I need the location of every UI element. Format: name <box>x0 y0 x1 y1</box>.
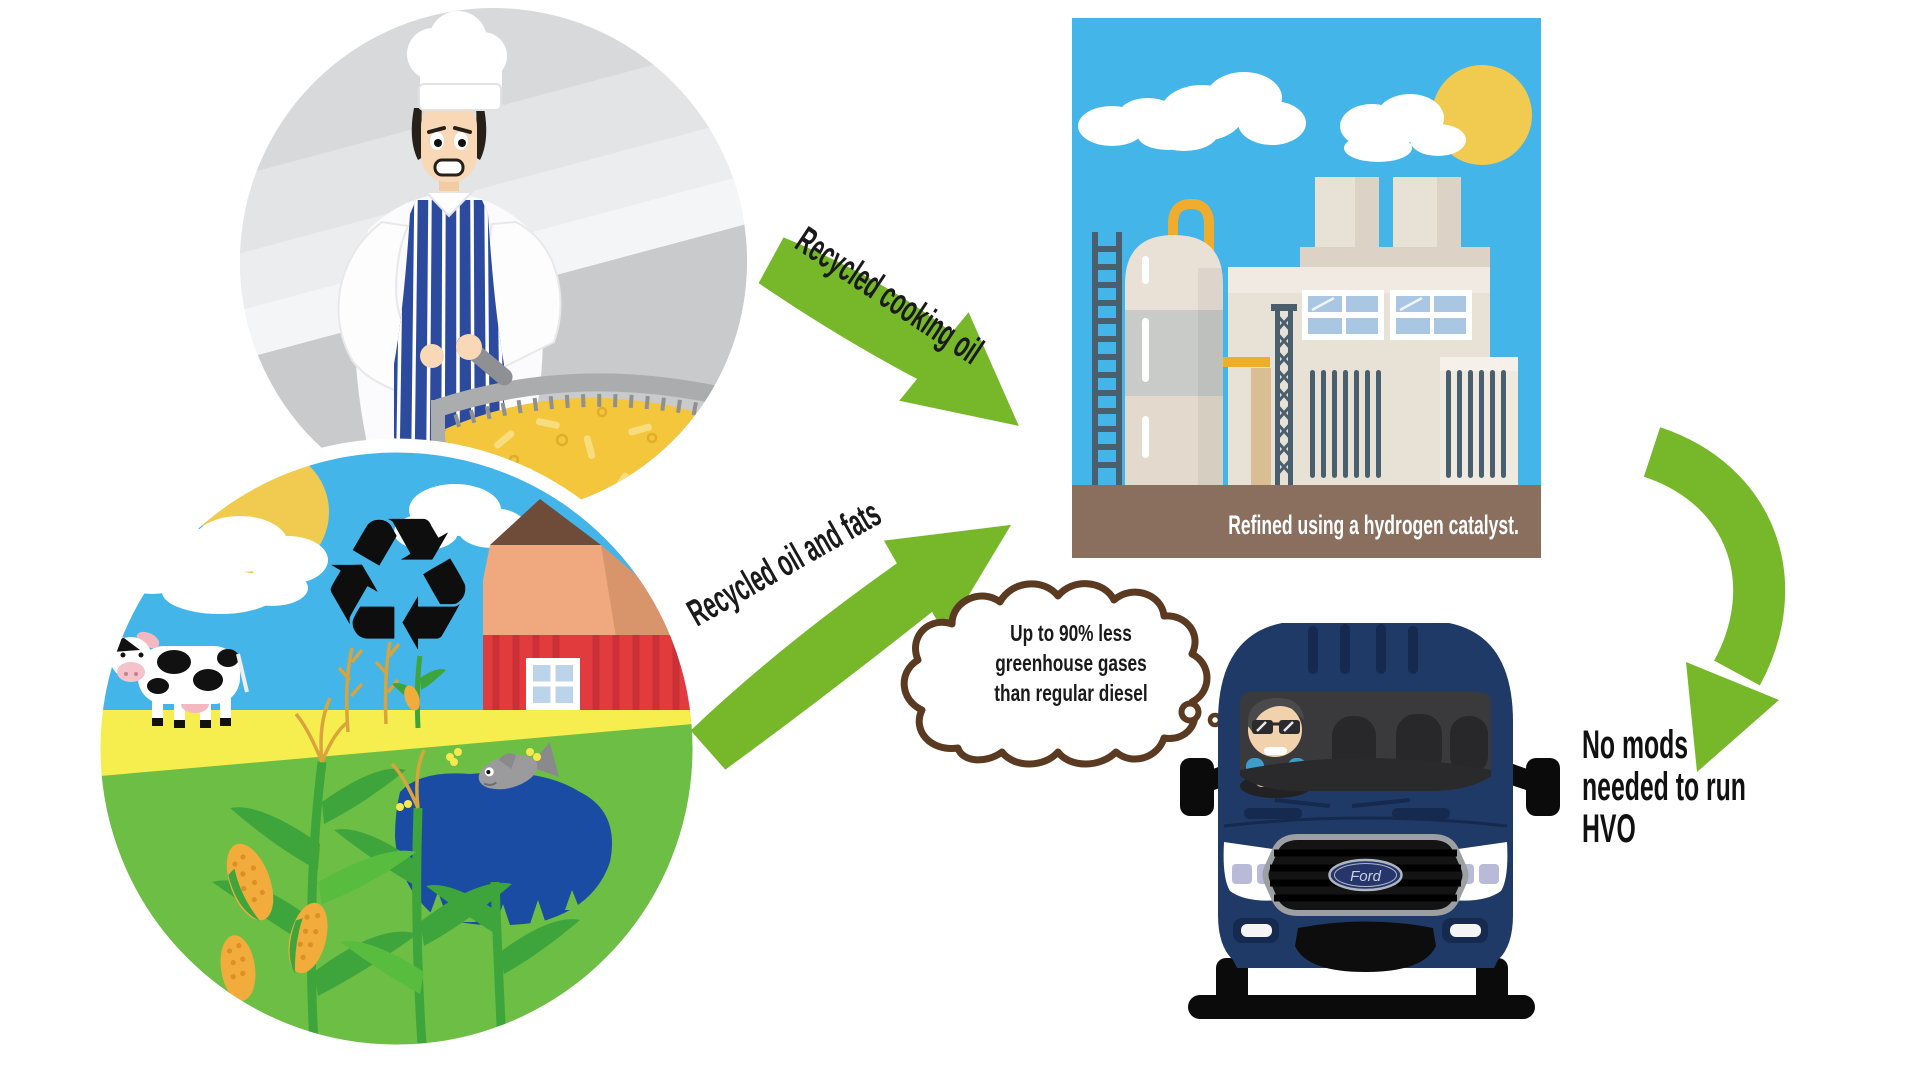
dashboard <box>1240 758 1491 791</box>
bubble-line-3: than regular diesel <box>994 680 1148 706</box>
driver-face <box>1248 703 1302 757</box>
cow-spots <box>147 649 239 694</box>
result-note-line-3: HVO <box>1582 807 1636 851</box>
result-note-line-1: No mods <box>1582 723 1689 767</box>
pipe-column <box>1251 368 1271 485</box>
roof-ribs <box>1308 624 1418 674</box>
cow <box>102 631 249 728</box>
bubble-line-1: Up to 90% less <box>1010 620 1132 646</box>
thought-bubble <box>900 580 1223 768</box>
chef-hands <box>420 334 513 386</box>
chef-collar <box>423 191 475 218</box>
bumper <box>1295 921 1436 972</box>
factory-caption: Refined using a hydrogen catalyst. <box>1150 510 1570 541</box>
cowl-vent-right <box>1392 808 1450 819</box>
wipers <box>1274 798 1411 808</box>
ford-logo-text: Ford <box>1350 868 1382 885</box>
thought-bubble-text: Up to 90% less greenhouse gases than reg… <box>945 618 1197 708</box>
ford-logo: Ford <box>1328 858 1403 892</box>
arrow-recycled-cooking-oil <box>758 237 1019 426</box>
chef-face <box>421 100 477 182</box>
wheel-right <box>1476 958 1508 1008</box>
vent-slats <box>1310 370 1506 478</box>
storage-tank <box>1125 235 1223 485</box>
chef-eyes <box>430 132 468 150</box>
driver-sunglasses <box>1252 720 1300 734</box>
farm-illustration: ♻ <box>86 438 707 1059</box>
midground-corn <box>392 655 446 729</box>
recycling-icon: ♻ <box>315 483 481 689</box>
circle-separator-ring <box>86 438 707 1059</box>
result-note-line-2: needed to run <box>1582 765 1746 809</box>
fryer-basket-rim <box>435 373 747 417</box>
wheel-left <box>1216 958 1248 1008</box>
lattice-tower <box>1271 304 1297 485</box>
barn-roof-dark <box>490 499 601 545</box>
driver-smile <box>1264 747 1287 755</box>
windshield <box>1240 692 1491 798</box>
chef-eyebrows <box>427 126 472 134</box>
factory-clouds <box>1078 72 1466 162</box>
van-illustration: Ford <box>1180 623 1560 1019</box>
bubble-dot-large <box>1178 700 1202 724</box>
grille: Ford <box>1262 834 1469 916</box>
corn-tassels <box>294 697 426 809</box>
arrow-recycled-oil-fats <box>690 524 1012 770</box>
fish <box>478 742 560 790</box>
ground-shadow-bar <box>1188 995 1535 1019</box>
corn-cobs <box>220 843 328 1001</box>
curved-arrow-to-van <box>1643 427 1785 772</box>
factory-caption-text: Refined using a hydrogen catalyst. <box>1228 510 1519 540</box>
ladder <box>1092 232 1122 485</box>
chef-mouth <box>433 158 465 177</box>
bubble-line-2: greenhouse gases <box>995 650 1147 676</box>
driver-hair <box>1247 697 1304 734</box>
factory-windows <box>1302 290 1472 340</box>
factory-buildings <box>1228 177 1518 485</box>
factory-illustration <box>1072 18 1541 558</box>
foglight-right <box>1442 918 1488 943</box>
factory-ground <box>1072 485 1541 558</box>
chef-hat-icon <box>407 11 507 111</box>
foglight-left <box>1233 918 1279 943</box>
hood-crease <box>1223 816 1508 828</box>
result-note: No mods needed to run HVO <box>1582 724 1882 850</box>
cow-head <box>102 631 160 682</box>
cowl-vent-left <box>1244 808 1302 819</box>
cow-tail <box>236 653 249 693</box>
